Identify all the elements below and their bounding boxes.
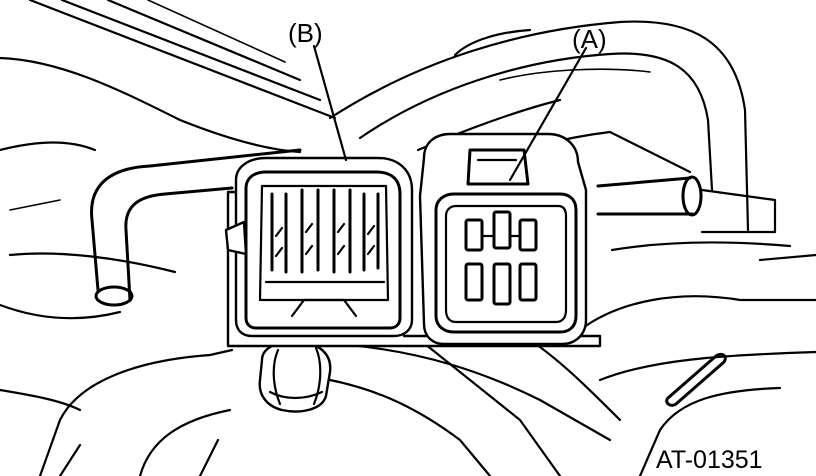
- figure-code: AT-01351: [656, 446, 763, 474]
- mounting-bolt: [258, 340, 332, 413]
- callout-b-leader: [312, 44, 348, 162]
- connector-b: [224, 156, 414, 338]
- callout-b-label: (B): [288, 18, 323, 48]
- callout-a-leader: [508, 46, 588, 182]
- connector-a: [418, 132, 588, 346]
- callout-a-label: (A): [572, 24, 607, 54]
